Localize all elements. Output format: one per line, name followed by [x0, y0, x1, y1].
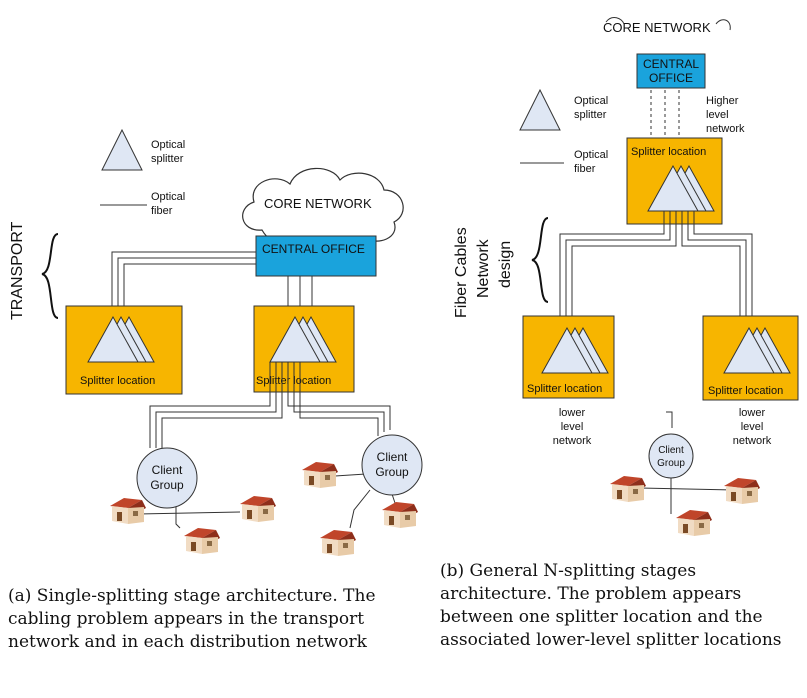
house-icon — [676, 510, 712, 536]
network-design-fibers-b — [559, 211, 753, 514]
network-design-brace — [531, 217, 549, 303]
house-icon — [240, 496, 276, 522]
lower-level-right-2: level — [741, 421, 764, 433]
higher-level-label-1: Higher — [706, 95, 739, 107]
core-network-label-b: CORE NETWORK — [603, 20, 711, 35]
client-group-label-a-right-2: Group — [375, 465, 409, 479]
higher-level-fibers — [650, 90, 680, 138]
client-group-label-a-left-1: Client — [152, 463, 183, 477]
legend-splitter-label-2: splitter — [151, 153, 184, 165]
side-label-3: design — [497, 241, 514, 288]
lower-level-left-3: network — [553, 435, 592, 447]
client-group-label-a-left-2: Group — [150, 478, 184, 492]
side-label-1: Fiber Cables — [453, 227, 470, 318]
house-icon — [110, 498, 146, 524]
distribution-fibers-a — [137, 362, 397, 529]
legend-fiber-label-2: fiber — [151, 205, 173, 217]
central-office-label-b-2: OFFICE — [649, 71, 693, 85]
transport-brace — [41, 233, 59, 319]
legend-splitter-label-1: Optical — [151, 139, 185, 151]
lower-level-left-2: level — [561, 421, 584, 433]
house-icon — [184, 528, 220, 554]
core-network-cloud-b — [605, 17, 731, 31]
client-group-label-b-1: Client — [658, 445, 684, 456]
caption-a: (a) Single-splitting stage architecture.… — [8, 586, 376, 652]
client-group-a-left — [136, 447, 198, 509]
splitter-location-label-b-top: Splitter location — [631, 146, 706, 158]
house-icon — [302, 462, 338, 488]
client-group-a-right — [361, 434, 423, 496]
central-office-label-b-1: CENTRAL — [643, 57, 699, 71]
core-network-label-a: CORE NETWORK — [264, 196, 372, 211]
legend-b: Optical splitter Optical fiber — [519, 88, 608, 175]
central-office-label-a: CENTRAL OFFICE — [262, 242, 365, 256]
client-group-label-a-right-1: Client — [377, 450, 408, 464]
lower-level-right-1: lower — [739, 407, 766, 419]
legend-b-splitter-label-2: splitter — [574, 109, 607, 121]
core-network-cloud-a: CORE NETWORK — [242, 167, 404, 249]
legend-fiber-label-1: Optical — [151, 191, 185, 203]
house-icon — [610, 476, 646, 502]
legend-b-fiber-label-1: Optical — [574, 149, 608, 161]
client-group-label-b-2: Group — [657, 458, 685, 469]
transport-label: TRANSPORT — [9, 221, 26, 320]
legend-splitter-icon — [519, 88, 561, 131]
splitter-location-label-b-left: Splitter location — [527, 383, 602, 395]
legend-b-fiber-label-2: fiber — [574, 163, 596, 175]
lower-level-left-1: lower — [559, 407, 586, 419]
central-office-box-b — [636, 53, 706, 89]
client-group-b — [648, 433, 694, 479]
transport-fibers-a — [111, 251, 313, 306]
central-office-box-a — [255, 235, 377, 277]
diagram-canvas: Optical splitter Optical fiber CORE NETW… — [9, 17, 799, 556]
higher-level-label-2: level — [706, 109, 729, 121]
house-icon — [320, 530, 356, 556]
lower-level-right-3: network — [733, 435, 772, 447]
caption-b: (b) General N-splitting stages architect… — [440, 561, 782, 650]
legend-a: Optical splitter Optical fiber — [100, 128, 185, 217]
house-icon — [724, 478, 760, 504]
splitter-location-label-a-left: Splitter location — [80, 375, 155, 387]
higher-level-label-3: network — [706, 123, 745, 135]
splitter-location-label-b-right: Splitter location — [708, 385, 783, 397]
legend-splitter-icon — [101, 128, 143, 171]
legend-b-splitter-label-1: Optical — [574, 95, 608, 107]
house-icon — [382, 502, 418, 528]
side-label-2: Network — [475, 238, 492, 298]
